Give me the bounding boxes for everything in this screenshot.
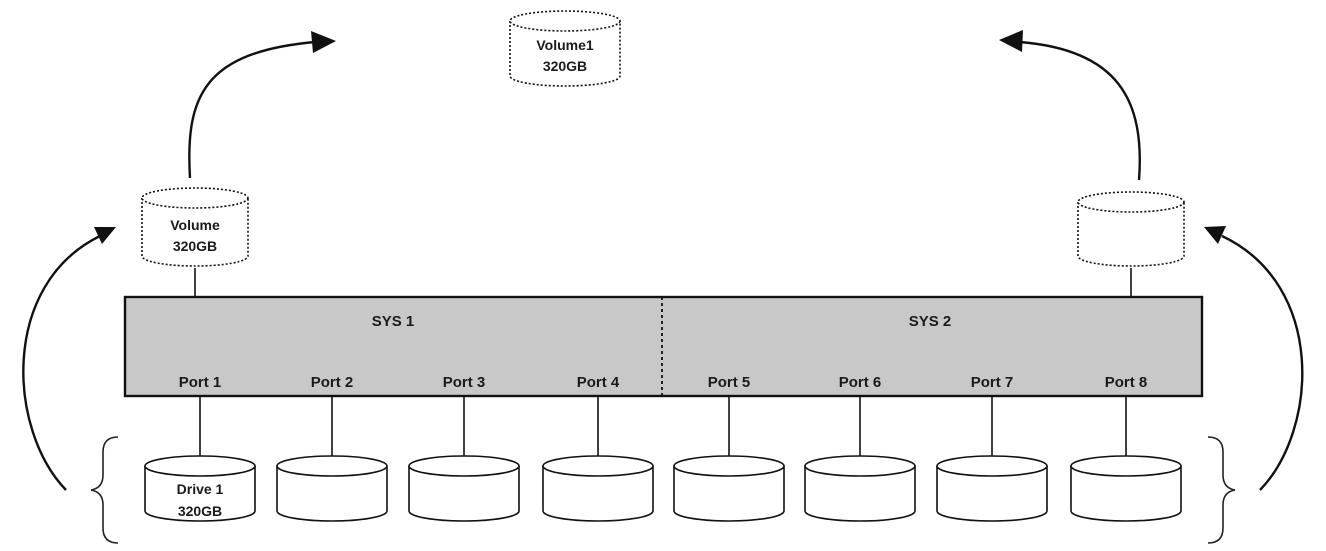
drive-cylinder	[542, 455, 654, 522]
drive-cylinder	[408, 455, 520, 522]
arrow-head-icon	[94, 227, 116, 244]
port-label: Port 6	[839, 374, 882, 391]
drive-cylinder	[276, 455, 388, 522]
top-volume-cylinder: Volume1 320GB	[509, 10, 621, 87]
sys1-label: SYS 1	[372, 313, 415, 330]
port-label: Port 4	[577, 374, 620, 391]
left-volume-cylinder: Volume 320GB	[141, 187, 249, 297]
drive-cylinder	[1070, 455, 1182, 522]
arrow-head-icon	[999, 30, 1023, 52]
left-volume-capacity: 320GB	[173, 238, 217, 254]
top-volume-label: Volume1	[536, 37, 594, 53]
port-label: Port 5	[708, 374, 751, 391]
sys2-label: SYS 2	[909, 313, 952, 330]
port-label: Port 8	[1105, 374, 1148, 391]
port-label: Port 3	[443, 374, 486, 391]
drive-label: Drive 1	[177, 481, 224, 497]
arrow-curve	[1019, 40, 1141, 181]
drive-cylinder	[673, 455, 785, 522]
right-brace	[1207, 436, 1236, 544]
port-label: Port 1	[179, 374, 222, 391]
port-label: Port 7	[971, 374, 1014, 391]
arrow-curve	[22, 234, 101, 491]
drive-cylinder: Drive 1 320GB	[144, 455, 256, 522]
right-volume-cylinder	[1077, 191, 1185, 297]
drive-capacity: 320GB	[178, 503, 222, 519]
arrow-head-icon	[311, 31, 336, 53]
left-brace	[90, 436, 119, 544]
arrow-curve	[188, 40, 316, 179]
system-box	[123, 295, 1204, 398]
port-wires	[199, 396, 1127, 456]
top-volume-capacity: 320GB	[543, 58, 587, 74]
arrow-head-icon	[1204, 226, 1226, 244]
drives: Drive 1 320GB	[144, 455, 1182, 522]
arrows	[22, 30, 1304, 491]
drive-cylinder	[936, 455, 1048, 522]
arrow-curve	[1221, 234, 1304, 491]
left-volume-label: Volume	[170, 217, 220, 233]
port-label: Port 2	[311, 374, 354, 391]
port-labels: Port 1 Port 2 Port 3 Port 4 Port 5 Port …	[179, 374, 1148, 391]
drive-cylinder	[804, 455, 916, 522]
